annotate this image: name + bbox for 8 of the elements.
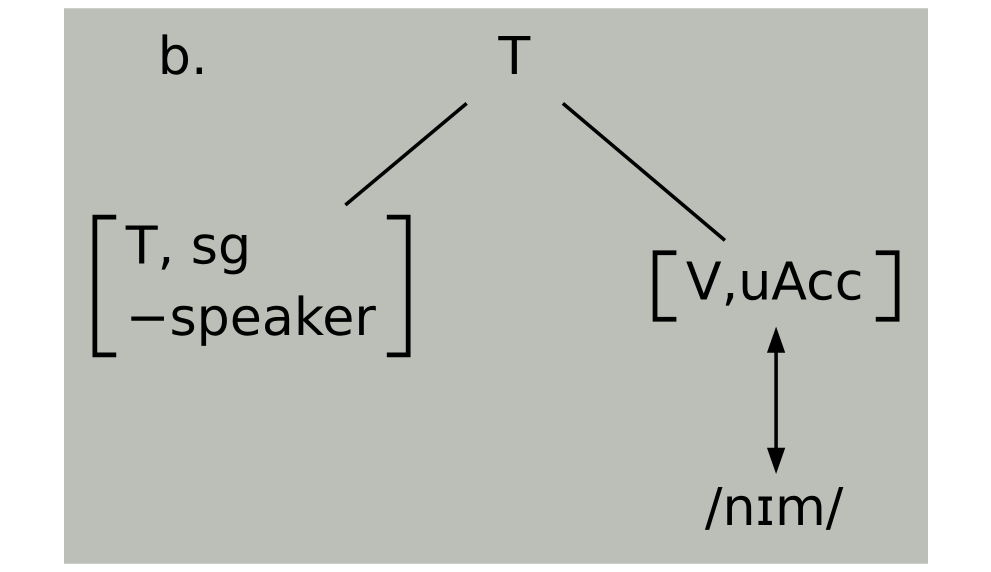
node-text: /nɪm/ bbox=[704, 478, 843, 538]
connector bbox=[344, 102, 468, 206]
node-text: T bbox=[498, 26, 530, 87]
connector bbox=[561, 102, 726, 242]
arrow bbox=[766, 326, 785, 474]
node-text: V,uAcc bbox=[685, 252, 863, 312]
label: b. bbox=[157, 26, 208, 87]
node-text: T, sg −speaker bbox=[125, 216, 376, 348]
